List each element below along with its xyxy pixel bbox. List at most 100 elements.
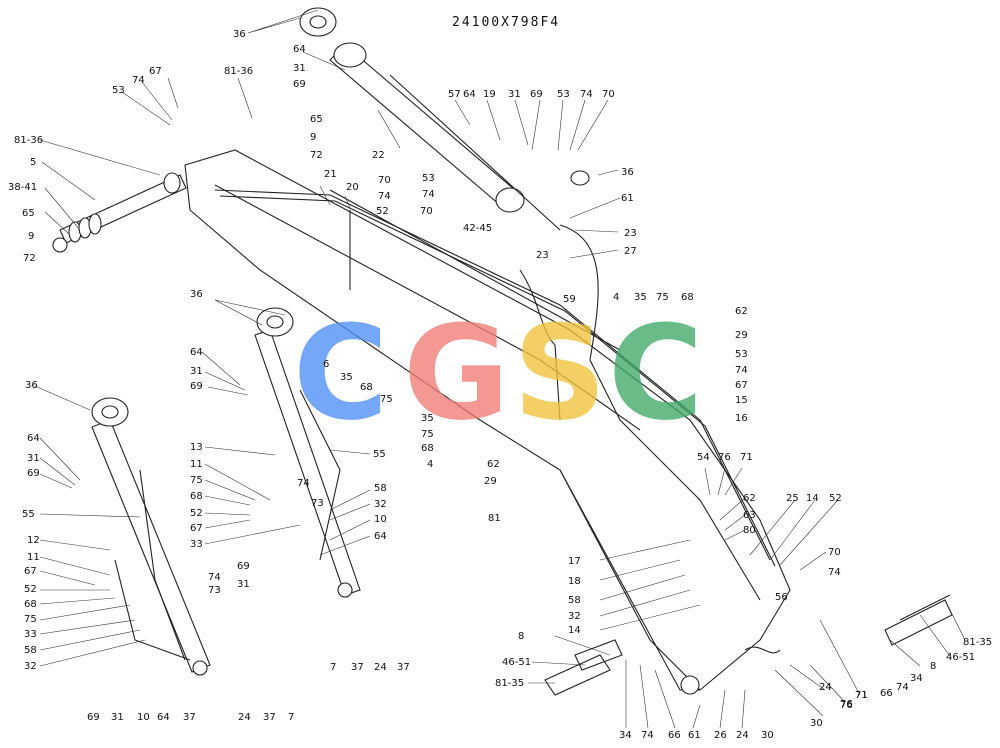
callout-label: 34 xyxy=(619,730,632,741)
callout-label: 73 xyxy=(208,585,221,596)
callout-label: 17 xyxy=(568,556,581,567)
callout-label: 69 xyxy=(27,468,40,479)
callout-label: 58 xyxy=(24,645,37,656)
callout-label: 10 xyxy=(374,514,387,525)
callout-label: 75 xyxy=(24,614,37,625)
callout-label: 64 xyxy=(27,433,40,444)
callout-label: 6 xyxy=(323,359,329,370)
callout-label: 59 xyxy=(563,294,576,305)
callout-label: 31 xyxy=(27,453,40,464)
callout-label: 24 xyxy=(238,712,251,723)
callout-label: 52 xyxy=(24,584,37,595)
callout-label: 20 xyxy=(346,182,359,193)
callout-label: 75 xyxy=(190,475,203,486)
callout-label: 69 xyxy=(87,712,100,723)
callout-label: 21 xyxy=(324,169,337,180)
callout-label: 52 xyxy=(376,206,389,217)
callout-label: 64 xyxy=(374,531,387,542)
callout-label: 64 xyxy=(293,44,306,55)
bucket-cylinder-left xyxy=(91,397,211,676)
callout-label: 64 xyxy=(463,89,476,100)
callout-label: 22 xyxy=(372,150,385,161)
callout-label: 68 xyxy=(24,599,37,610)
callout-label: 76 xyxy=(718,452,731,463)
callout-label: 74 xyxy=(735,365,748,376)
callout-label: 81-35 xyxy=(963,637,992,648)
callout-label: 62 xyxy=(735,306,748,317)
callout-label: 71 xyxy=(855,690,868,701)
callout-label: 74 xyxy=(208,572,221,583)
callout-label: 29 xyxy=(735,330,748,341)
arm-cylinder-left xyxy=(52,172,187,253)
callout-label: 25 xyxy=(786,493,799,504)
callout-label: 31 xyxy=(293,63,306,74)
callout-label: 68 xyxy=(421,443,434,454)
pins-bottom xyxy=(544,594,953,696)
callout-label: 55 xyxy=(22,509,35,520)
callout-label: 70 xyxy=(420,206,433,217)
callout-label: 29 xyxy=(484,476,497,487)
boom-cylinder-upper xyxy=(299,7,590,213)
callout-label: 81-35 xyxy=(495,678,524,689)
callout-label: 52 xyxy=(829,493,842,504)
callout-label: 62 xyxy=(743,493,756,504)
watermark: C G S C xyxy=(293,297,703,449)
callout-label: 69 xyxy=(293,79,306,90)
callout-label: 14 xyxy=(806,493,819,504)
callout-label: 74 xyxy=(580,89,593,100)
callout-label: 37 xyxy=(397,662,410,673)
callout-label: 55 xyxy=(373,449,386,460)
callout-label: 69 xyxy=(190,381,203,392)
callout-label: 24 xyxy=(819,682,832,693)
diagram-title: 24100X798F4 xyxy=(452,15,560,30)
callout-label: 67 xyxy=(735,380,748,391)
boom-body xyxy=(184,149,791,695)
callout-label: 18 xyxy=(568,576,581,587)
callout-labels: 36 64 31 69 67 74 53 81-36 65 9 72 81-36… xyxy=(8,29,992,741)
callout-label: 74 xyxy=(641,730,654,741)
callout-label: 68 xyxy=(681,292,694,303)
callout-label: 34 xyxy=(910,673,923,684)
callout-label: 37 xyxy=(351,662,364,673)
callout-label: 19 xyxy=(483,89,496,100)
callout-label: 68 xyxy=(190,491,203,502)
callout-label: 38-41 xyxy=(8,182,37,193)
callout-label: 74 xyxy=(132,75,145,86)
callout-label: 12 xyxy=(27,535,40,546)
callout-label: 30 xyxy=(761,730,774,741)
callout-label: 30 xyxy=(810,718,823,729)
callout-label: 53 xyxy=(112,85,125,96)
callout-label: 32 xyxy=(374,499,387,510)
callout-label: 52 xyxy=(190,508,203,519)
callout-label: 64 xyxy=(157,712,170,723)
callout-label: 31 xyxy=(508,89,521,100)
callout-label: 75 xyxy=(656,292,669,303)
callout-label: 67 xyxy=(24,566,37,577)
callout-label: 33 xyxy=(190,539,203,550)
callout-label: 9 xyxy=(310,132,316,143)
callout-label: 73 xyxy=(311,498,324,509)
callout-label: 53 xyxy=(557,89,570,100)
callout-label: 7 xyxy=(288,712,294,723)
watermark-letter-c1: C xyxy=(293,297,388,449)
watermark-letter-c2: C xyxy=(608,297,703,449)
callout-label: 66 xyxy=(668,730,681,741)
callout-label: 74 xyxy=(896,682,909,693)
callout-label: 8 xyxy=(930,661,936,672)
leader-lines xyxy=(34,9,966,729)
callout-label: 37 xyxy=(263,712,276,723)
callout-label: 53 xyxy=(735,349,748,360)
callout-label: 64 xyxy=(190,347,203,358)
callout-label: 68 xyxy=(360,382,373,393)
callout-label: 63 xyxy=(743,510,756,521)
callout-label: 32 xyxy=(24,661,37,672)
callout-label: 69 xyxy=(530,89,543,100)
callout-label: 76 xyxy=(840,699,853,710)
callout-label: 57 xyxy=(448,89,461,100)
callout-label: 26 xyxy=(714,730,727,741)
callout-label: 8 xyxy=(518,631,524,642)
callout-label: 35 xyxy=(421,413,434,424)
callout-label: 31 xyxy=(190,366,203,377)
callout-label: 27 xyxy=(624,246,637,257)
